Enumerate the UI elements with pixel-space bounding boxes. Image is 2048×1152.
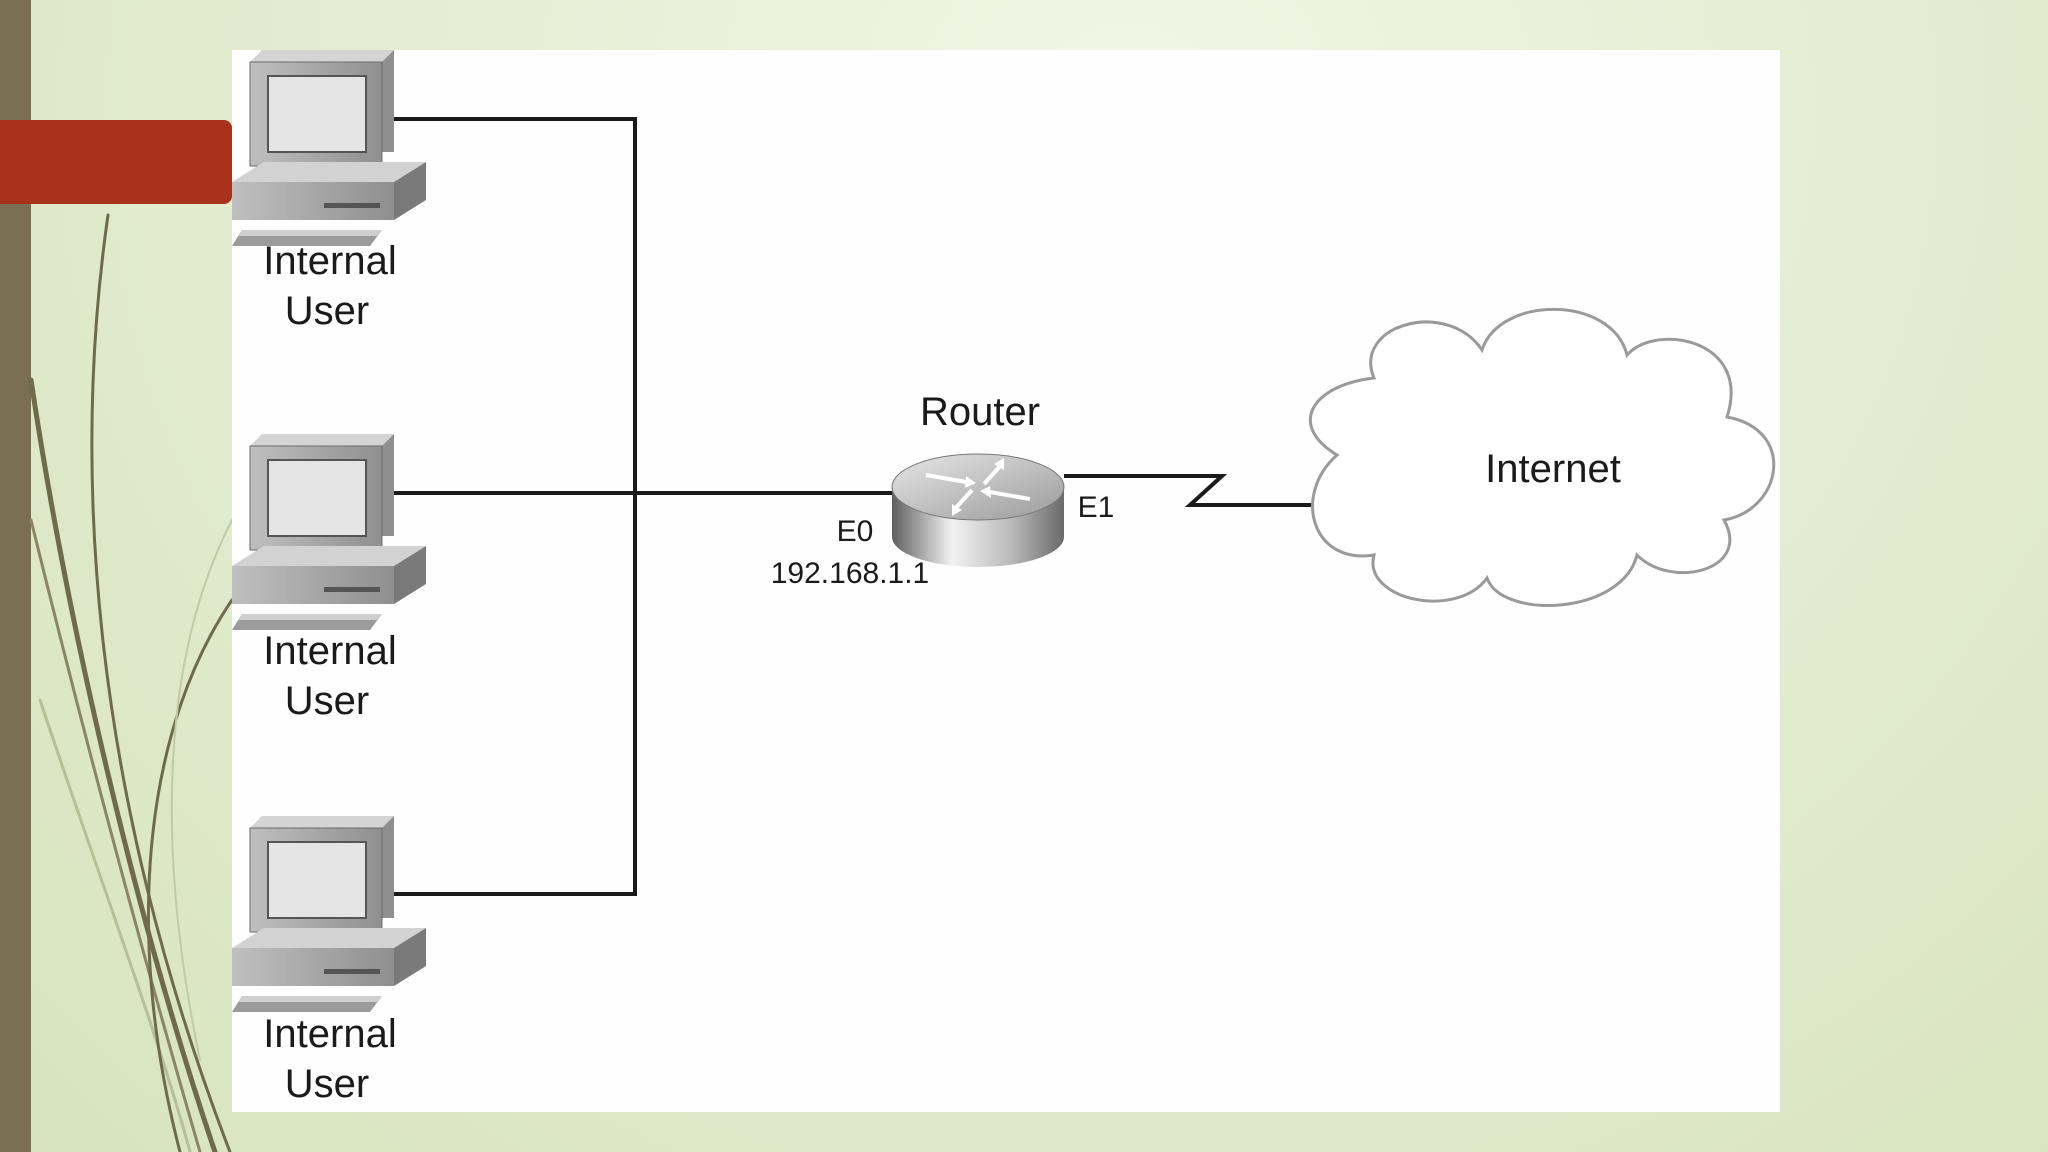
- computer-1: [232, 50, 427, 247]
- computer-3: [232, 815, 427, 1013]
- lan-bus-line: [392, 117, 637, 896]
- user-2-label-line1: Internal: [263, 629, 396, 673]
- router-e0-ip: 192.168.1.1: [771, 557, 929, 590]
- router-icon: [891, 453, 1065, 567]
- user-2-label-line2: User: [285, 679, 369, 723]
- cloud-label: Internet: [1485, 447, 1621, 491]
- computer-2: [232, 433, 427, 631]
- network-diagram: Internal User Internal User Internal Use…: [232, 50, 1780, 1112]
- router-label: Router: [920, 390, 1040, 434]
- router-interface-e0: E0: [837, 515, 874, 548]
- user-1-label-line2: User: [285, 289, 369, 333]
- user-3-label-line2: User: [285, 1062, 369, 1106]
- router-interface-e1: E1: [1078, 491, 1115, 524]
- wan-link-line: [1064, 474, 1338, 507]
- accent-tab: [0, 120, 232, 204]
- network-links: [392, 117, 1338, 896]
- user-3-label-line1: Internal: [263, 1012, 396, 1056]
- user-1-label-line1: Internal: [263, 239, 396, 283]
- cloud-icon: [1308, 307, 1776, 607]
